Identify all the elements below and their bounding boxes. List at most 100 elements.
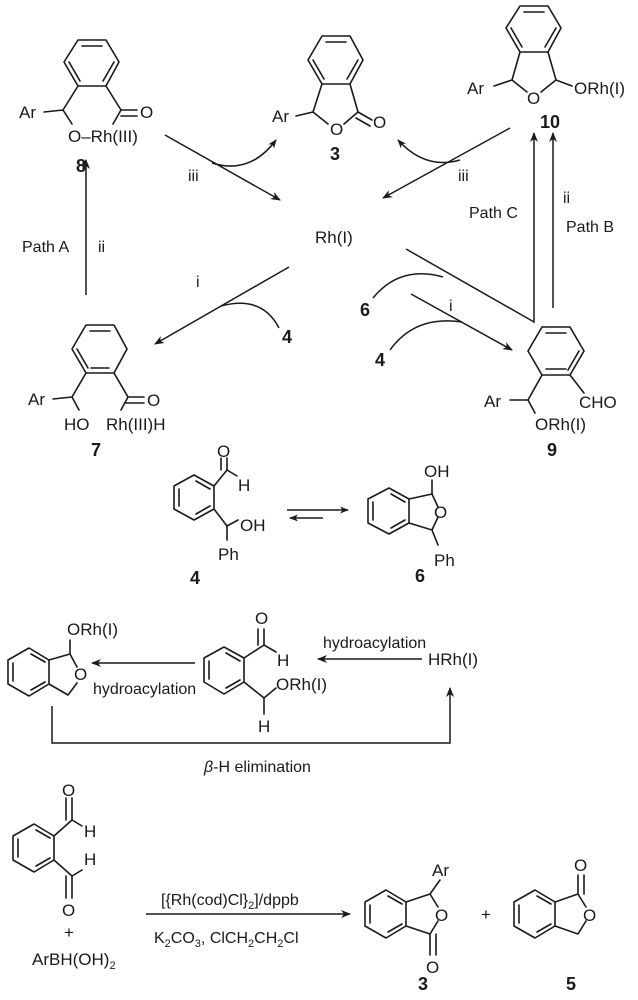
ring-o-label: O [74,665,87,684]
plus-sign: + [64,923,74,942]
cond-bot-d: CH [254,930,277,947]
hrh-label: HRh(I) [428,650,478,669]
curved-arrow-add-6 [372,273,444,299]
compound-number: 3 [330,144,340,164]
arrow-8-to-rh [164,134,281,201]
carbonyl-o-label: O [426,958,439,977]
compound-3: Ar O O 3 [272,35,386,164]
ar-label: Ar [432,861,449,880]
rh-h-label: Rh(III)H [106,415,166,434]
step-ii-right: ii [563,190,570,207]
cond-bot-b: CO [171,930,195,947]
h-top-label: H [84,822,96,841]
path-c-label: Path C [469,205,518,222]
rh-catalyst-label: Rh(I) [315,228,353,247]
compound-number: 6 [415,566,425,586]
step-ii-left: ii [98,239,105,256]
cond-bot-sub4: 2 [277,938,283,950]
bond-co [105,85,138,111]
cond-bot-a: K [154,930,165,947]
curved-arrow-add-4 [220,302,280,329]
step-i-right: i [449,298,453,315]
compound-number: 10 [540,112,560,132]
cho-label: CHO [579,393,617,412]
boronic-subscript: 2 [109,960,115,972]
cond-top-b: ]/dppb [254,892,299,909]
ar-label: Ar [484,392,501,411]
compound-number: 5 [566,974,576,994]
h-label-bottom: H [258,717,270,736]
beta-h-elimination-label: β-H elimination [203,759,311,776]
ring-o-label: O [527,89,540,108]
reagent-4-left: 4 [282,327,292,347]
ph-label: Ph [218,545,239,564]
benzene-ring [63,39,120,87]
ring-o-label: O [435,906,448,925]
cond-bot-e: Cl [283,930,298,947]
step-iii-left: iii [188,168,199,185]
carbonyl-o-label: O [574,856,587,875]
arrow-path-c [405,132,538,324]
product-5: O O 5 [513,856,596,994]
compound-10: Ar O ORh(I) 10 [467,5,625,132]
ar-label: Ar [272,107,289,126]
o-label: O [255,609,268,628]
product-3: Ar O O 3 [364,861,449,994]
o-bottom-label: O [62,901,75,920]
base-solvent-conditions: K2CO3, ClCH2CH2Cl [154,930,299,950]
boronic-text: ArBH(OH) [32,950,109,969]
oh-label: OH [424,462,450,481]
cond-bot-sub3: 2 [248,938,254,950]
reagent-6: 6 [360,300,370,320]
carbonyl-o-label: O [147,391,160,410]
carbonyl-o-label: O [373,113,386,132]
compound-7: Ar O HO Rh(III)H 7 [28,324,166,460]
compound-9: Ar CHO ORh(I) 9 [484,326,617,460]
compound-number: 9 [547,440,557,460]
catalyst-conditions: [{Rh(cod)Cl}2]/dppb [161,892,299,912]
beta-h-text: -H elimination [213,759,311,776]
ar-label: Ar [19,103,36,122]
orh-label: ORh(I) [276,675,327,694]
mechanism-intermediate: O H ORh(I) H [203,609,327,736]
curved-arrow-release-3-right [397,139,461,164]
arrow-beta-h-elimination [51,687,454,744]
ph-label: Ph [434,551,455,570]
bond-ar [43,85,79,113]
o-rh-label: O–Rh(III) [68,127,138,146]
orh-label: ORh(I) [574,79,625,98]
h-bottom-label: H [84,850,96,869]
plus-sign-products: + [481,905,491,924]
path-b-label: Path B [566,219,614,236]
hydroacylation-label-right: hydroacylation [323,635,426,652]
reagent-4-right: 4 [375,350,385,370]
cond-bot-c: , ClCH [201,930,248,947]
cond-top-sub: 2 [248,900,254,912]
hydroacylation-label-left: hydroacylation [93,681,196,698]
compound-number: 3 [418,974,428,994]
path-a-label: Path A [22,239,69,256]
step-iii-right: iii [458,168,469,185]
cond-top-a: [{Rh(cod)Cl} [161,892,249,909]
curved-arrow-release-3 [211,139,277,167]
boronic-acid-label: ArBH(OH)2 [32,950,116,972]
h-label: H [238,476,250,495]
h-label-top: H [277,651,289,670]
ring-o-label: O [583,906,596,925]
curved-arrow-add-4-right [389,320,463,351]
reactant-phthalaldehyde: O H H O [12,781,96,920]
ho-label: HO [64,415,90,434]
carbonyl-o-label: O [140,103,153,122]
oh-label: OH [240,516,266,535]
bond-rh [112,109,122,125]
compound-number: 4 [190,568,200,588]
compound-6: OH O Ph 6 [367,462,455,586]
cond-bot-sub1: 2 [165,938,171,950]
beta-symbol: β [203,759,213,776]
orh-label: ORh(I) [535,415,586,434]
ar-label: Ar [28,390,45,409]
compound-number: 7 [91,440,101,460]
bond-o [62,109,73,125]
ring-o-label: O [330,120,343,139]
